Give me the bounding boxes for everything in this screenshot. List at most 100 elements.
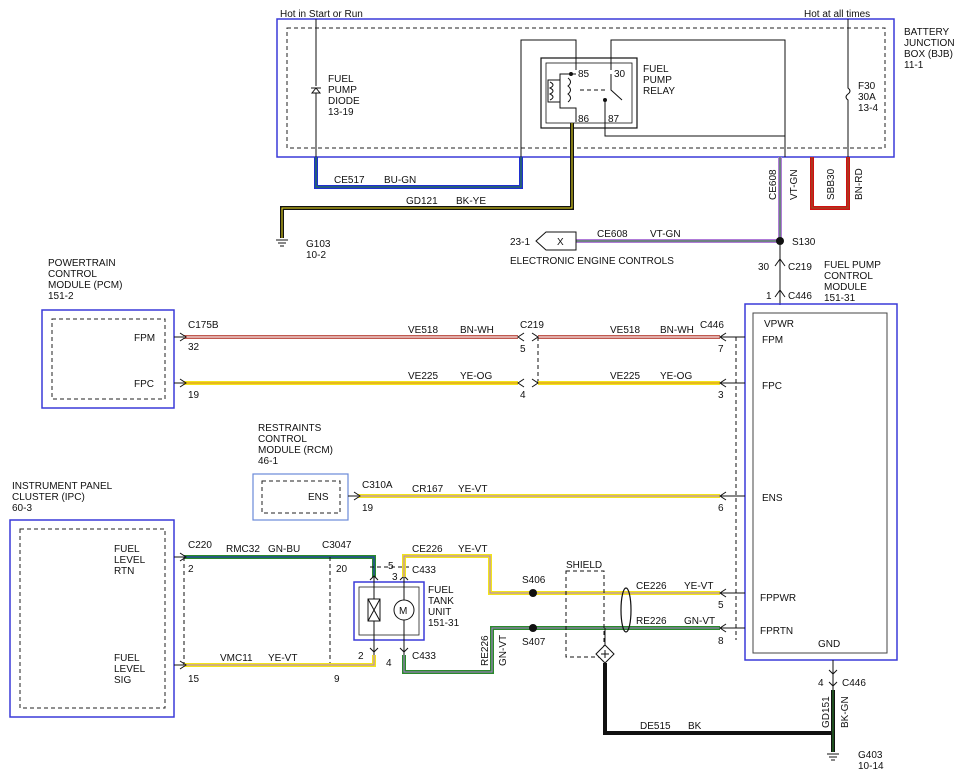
- pin-name: FPRTN: [760, 626, 793, 637]
- ground-label: G403: [858, 750, 883, 761]
- wire-label: BK-YE: [456, 196, 486, 207]
- bjb-name-line: BATTERY: [904, 27, 950, 38]
- eec-ref: 23-1: [510, 237, 530, 248]
- eec-label: ELECTRONIC ENGINE CONTROLS: [510, 256, 674, 267]
- splice-label: S130: [792, 237, 816, 248]
- pin-name: ENS: [308, 492, 329, 503]
- module-name: 151-2: [48, 291, 74, 302]
- wire-label: GN-VT: [684, 616, 715, 627]
- diode-label: FUEL: [328, 74, 354, 85]
- wire-label: BU-GN: [384, 175, 416, 186]
- pin-name: FPC: [134, 379, 154, 390]
- module-name: FUEL PUMP: [824, 260, 881, 271]
- splices-s406-s407: S406 S407: [522, 575, 546, 648]
- wire-de515: DE515 BK: [603, 663, 833, 735]
- splice-s130: S130 30 C219 1 C446: [758, 237, 816, 305]
- pin-label: 15: [188, 674, 200, 685]
- wire-label: GD121: [406, 196, 438, 207]
- connector-label: C446: [842, 678, 866, 689]
- diode-label: DIODE: [328, 96, 360, 107]
- pin-label: 2: [188, 564, 194, 575]
- module-name: 46-1: [258, 456, 278, 467]
- pin-label: 20: [336, 564, 348, 575]
- fuel-pump-relay: 85 30 86 87 FUEL PUMP RELAY: [520, 39, 786, 157]
- pin-label: 6: [718, 503, 724, 514]
- module-name: CONTROL: [824, 271, 873, 282]
- wire-label: VE225: [610, 371, 640, 382]
- relay-pin: 85: [578, 69, 590, 80]
- relay-pin: 86: [578, 114, 590, 125]
- wire-label: VT-GN: [650, 229, 681, 240]
- wire-label: YE-OG: [460, 371, 492, 382]
- hot-all-times-label: Hot at all times: [804, 9, 870, 20]
- fuel-tank-unit: M FUEL TANK UNIT 151-31 5 C433 3 2 4 C43…: [353, 561, 460, 669]
- wire-ce226: CE226 YE-VT CE226 YE-VT 5: [402, 544, 745, 611]
- fuse-label: 13-4: [858, 103, 878, 114]
- pin-name: FPM: [134, 333, 155, 344]
- module-name: CONTROL: [48, 269, 97, 280]
- splice-label: S407: [522, 637, 546, 648]
- wire-cr167: C310A 19 CR167 YE-VT 6: [348, 480, 745, 514]
- pin-label: 30: [758, 262, 770, 273]
- pin-name: VPWR: [764, 319, 794, 330]
- wire-label: YE-OG: [660, 371, 692, 382]
- pin-name: FPM: [762, 335, 783, 346]
- wire-ve518: C175B 32 VE518 BN-WH C219 5 VE518 BN-WH …: [174, 320, 745, 640]
- wire-label: VMC11: [220, 653, 253, 664]
- bjb-name-line: 11-1: [904, 60, 924, 71]
- connector-label: C3047: [322, 540, 352, 551]
- wire-rmc32: C220 2 RMC32 GN-BU C3047 20: [174, 540, 376, 665]
- wire-label: CE608: [597, 229, 628, 240]
- pin-label: 5: [388, 561, 394, 572]
- fuel-pump-diode: FUEL PUMP DIODE 13-19: [310, 74, 360, 157]
- pin-label: 9: [334, 674, 340, 685]
- wire-label: GN-BU: [268, 544, 300, 555]
- wire-label: VE518: [408, 325, 438, 336]
- module-name: UNIT: [428, 607, 451, 618]
- hot-start-run-label: Hot in Start or Run: [280, 9, 363, 20]
- relay-label: PUMP: [643, 75, 672, 86]
- pin-label: 7: [718, 344, 724, 355]
- wire-label: DE515: [640, 721, 671, 732]
- relay-label: RELAY: [643, 86, 675, 97]
- restraints-control-module: RESTRAINTS CONTROL MODULE (RCM) 46-1 ENS: [252, 423, 349, 521]
- pin-label: 3: [718, 390, 724, 401]
- pin-label: 32: [188, 342, 200, 353]
- connector-label: C219: [788, 262, 812, 273]
- splice-label: S406: [522, 575, 546, 586]
- module-name: RESTRAINTS: [258, 423, 322, 434]
- wire-gd121: GD121 BK-YE: [280, 123, 574, 238]
- wire-re226: RE226 GN-VT RE226 GN-VT 8: [402, 616, 745, 674]
- pin-label: 4: [386, 658, 392, 669]
- pin-label: 4: [520, 390, 526, 401]
- wire-label: BK: [688, 721, 702, 732]
- pin-name: ENS: [762, 493, 783, 504]
- pin-name: FUEL: [114, 544, 140, 555]
- fuel-pump-control-module: FUEL PUMP CONTROL MODULE 151-31 VPWR FPM…: [744, 260, 898, 661]
- pin-name: FUEL: [114, 653, 140, 664]
- wire-ce517: CE517 BU-GN: [314, 157, 523, 189]
- fuse-f30: F30 30A 13-4: [845, 80, 878, 157]
- wire-label: RE226: [636, 616, 667, 627]
- module-name: 151-31: [824, 293, 856, 304]
- wire-label: VE518: [610, 325, 640, 336]
- wire-label: RMC32: [226, 544, 260, 555]
- relay-pin: 87: [608, 114, 620, 125]
- wire-label: YE-VT: [268, 653, 297, 664]
- wire-label: CR167: [412, 484, 444, 495]
- connector-label: C220: [188, 540, 212, 551]
- shield: SHIELD: [565, 560, 632, 664]
- eec-x: X: [557, 237, 564, 248]
- module-name: MODULE (RCM): [258, 445, 333, 456]
- wire-ce608-vertical: CE608 VT-GN: [768, 157, 800, 240]
- wire-ve225: 19 VE225 YE-OG 4 VE225 YE-OG 3: [174, 371, 745, 401]
- wire-label: YE-VT: [458, 544, 487, 555]
- pin-label: 4: [818, 678, 824, 689]
- pin-name: GND: [818, 639, 840, 650]
- battery-junction-box: Hot in Start or Run Hot at all times BAT…: [276, 9, 955, 158]
- wire-label: BN-WH: [460, 325, 494, 336]
- wire-gd151: 4 C446 GD151 BK-GN: [818, 660, 866, 752]
- pin-name: LEVEL: [114, 555, 146, 566]
- wire-label: RE226: [480, 635, 491, 666]
- eec-connector: X 23-1 ELECTRONIC ENGINE CONTROLS: [510, 231, 674, 267]
